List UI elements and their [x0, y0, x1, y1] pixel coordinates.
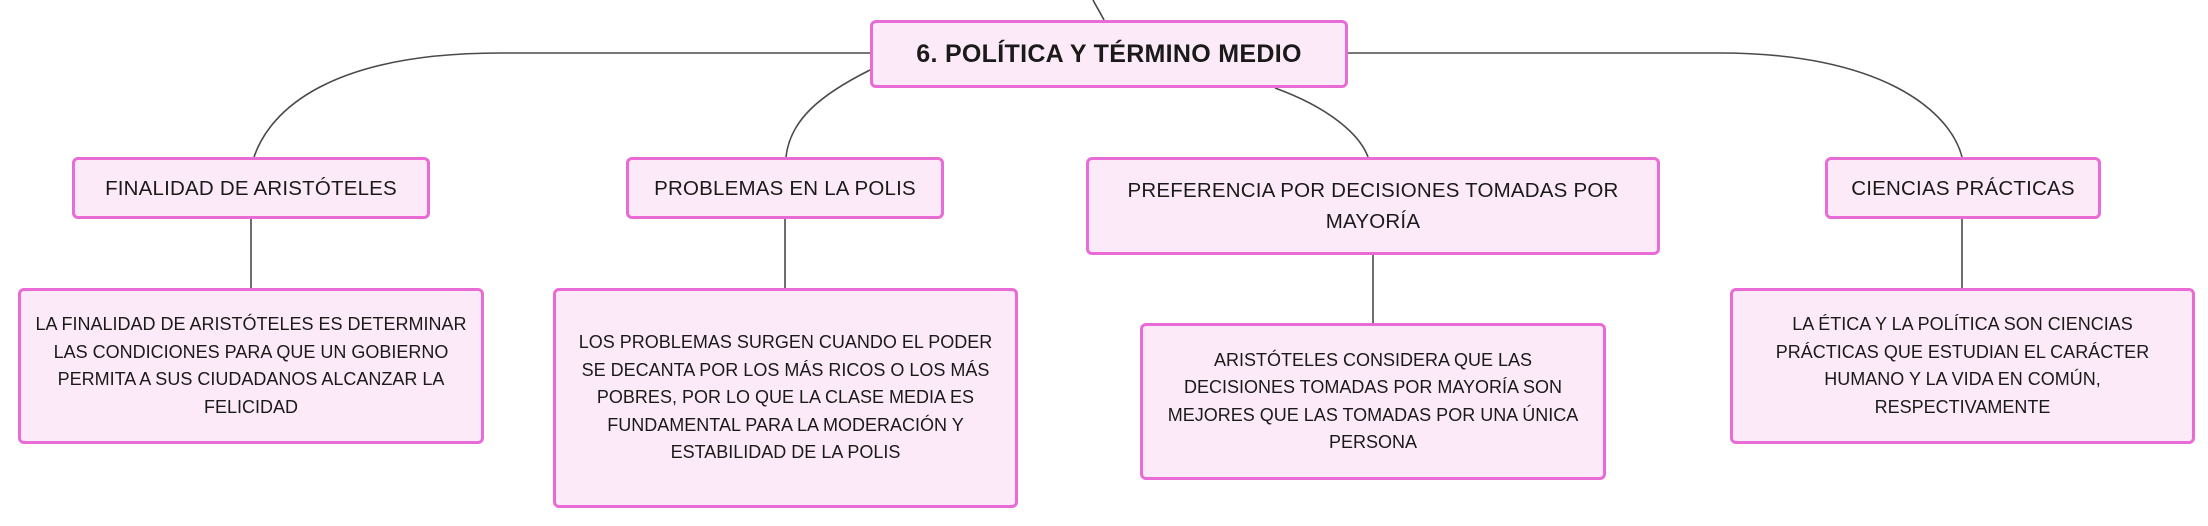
topic-node-label: FINALIDAD DE ARISTÓTELES: [105, 176, 397, 200]
detail-node-text: ARISTÓTELES CONSIDERA QUE LAS DECISIONES…: [1167, 349, 1579, 453]
topic-node-ciencias[interactable]: CIENCIAS PRÁCTICAS: [1825, 157, 2101, 219]
detail-node-text: LA ÉTICA Y LA POLÍTICA SON CIENCIAS PRÁC…: [1775, 314, 2150, 417]
connector-parent-in: [1092, 0, 1105, 21]
detail-node-text: LA FINALIDAD DE ARISTÓTELES ES DETERMINA…: [35, 314, 467, 417]
detail-node-preferencia[interactable]: ARISTÓTELES CONSIDERA QUE LAS DECISIONES…: [1140, 323, 1606, 480]
topic-node-finalidad[interactable]: FINALIDAD DE ARISTÓTELES: [72, 157, 430, 219]
topic-node-label: PROBLEMAS EN LA POLIS: [654, 176, 916, 200]
topic-node-label: CIENCIAS PRÁCTICAS: [1851, 176, 2075, 200]
detail-node-text: LOS PROBLEMAS SURGEN CUANDO EL PODER SE …: [578, 332, 993, 463]
detail-node-problemas[interactable]: LOS PROBLEMAS SURGEN CUANDO EL PODER SE …: [553, 288, 1018, 508]
detail-node-ciencias[interactable]: LA ÉTICA Y LA POLÍTICA SON CIENCIAS PRÁC…: [1730, 288, 2195, 444]
topic-node-preferencia[interactable]: PREFERENCIA POR DECISIONES TOMADAS POR M…: [1086, 157, 1660, 255]
connector-root-topic-3: [1274, 87, 1369, 158]
topic-node-label: PREFERENCIA POR DECISIONES TOMADAS POR M…: [1127, 179, 1619, 233]
connector-root-topic-4: [1348, 52, 1963, 158]
topic-node-problemas[interactable]: PROBLEMAS EN LA POLIS: [626, 157, 944, 219]
detail-node-finalidad[interactable]: LA FINALIDAD DE ARISTÓTELES ES DETERMINA…: [18, 288, 484, 444]
connector-root-topic-2: [785, 69, 871, 158]
connector-root-topic-1: [253, 52, 870, 158]
root-node-label: 6. POLÍTICA Y TÉRMINO MEDIO: [916, 39, 1302, 68]
root-node[interactable]: 6. POLÍTICA Y TÉRMINO MEDIO: [870, 20, 1348, 88]
